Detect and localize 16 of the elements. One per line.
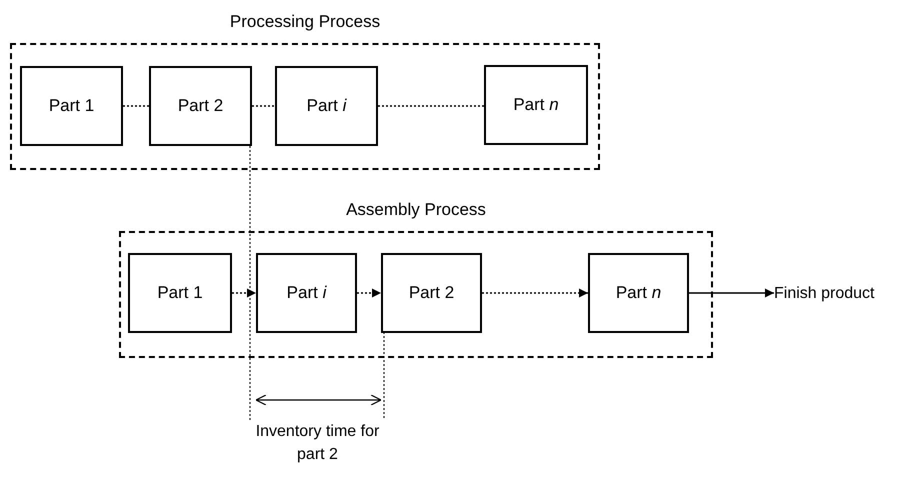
group-heading: Assembly Process	[345, 200, 487, 220]
process-box: Part 1	[20, 66, 123, 146]
connector-arrow	[689, 288, 774, 298]
dimension-label: Inventory time for part 2	[255, 422, 380, 466]
process-box: Part 2	[381, 253, 482, 333]
group-heading: Processing Process	[228, 12, 382, 32]
process-box: Part 1	[128, 253, 232, 333]
process-box: Part 2	[149, 66, 252, 146]
connector-arrow	[357, 288, 381, 298]
process-box: Part n	[484, 65, 588, 145]
connector-arrow	[482, 288, 588, 298]
process-box: Part n	[588, 253, 689, 333]
connector-arrow	[232, 288, 256, 298]
process-box: Part i	[275, 66, 378, 146]
output-label: Finish product	[774, 281, 898, 307]
process-box: Part i	[256, 253, 357, 333]
